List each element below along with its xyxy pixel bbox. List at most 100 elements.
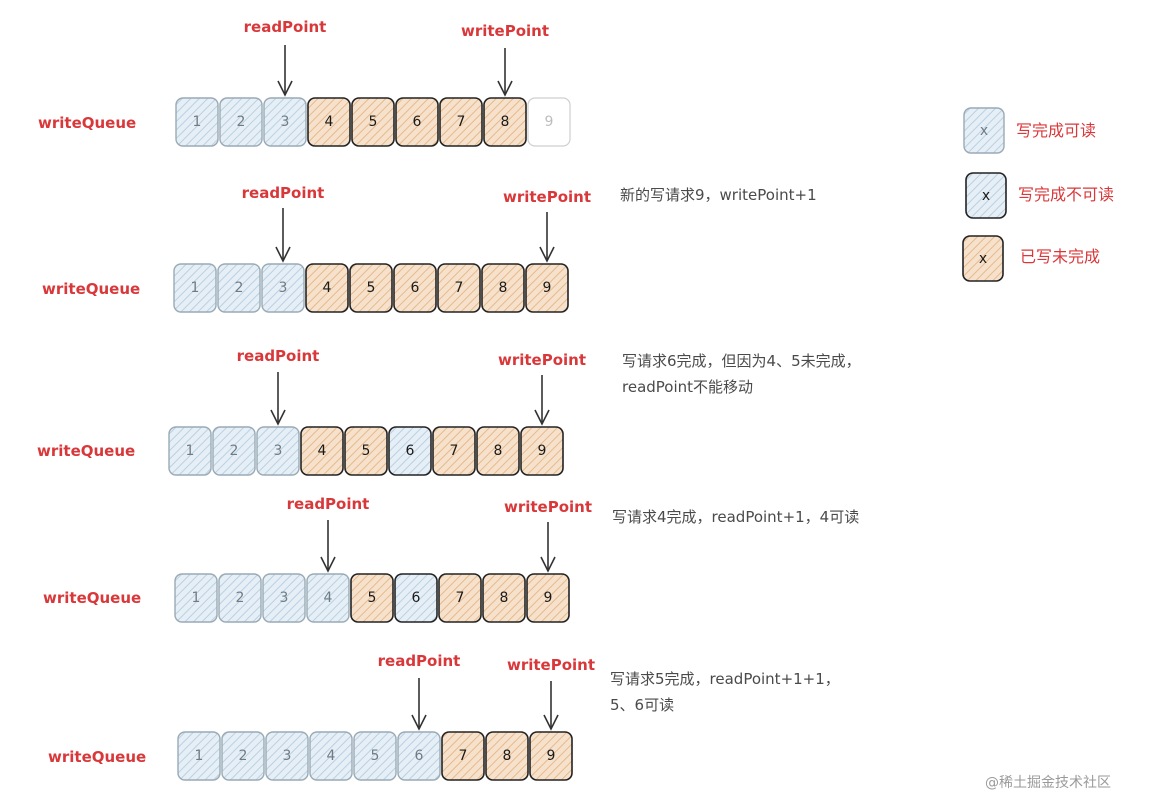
queue-cell: 1 bbox=[177, 731, 221, 781]
cell-box bbox=[175, 97, 219, 147]
queue-cell: 8 bbox=[485, 731, 529, 781]
cell-number: 8 bbox=[494, 443, 503, 459]
cell-box bbox=[529, 731, 573, 781]
queue-cell: 9 bbox=[527, 97, 571, 147]
cell-box bbox=[168, 426, 212, 476]
cell-number: 4 bbox=[318, 443, 327, 459]
queue-cell: 2 bbox=[219, 97, 263, 147]
cell-number: 1 bbox=[186, 443, 195, 459]
cell-number: 9 bbox=[543, 280, 552, 296]
cell-number: 4 bbox=[325, 114, 334, 130]
cell-number: 1 bbox=[193, 114, 202, 130]
legend-swatch-symbol: x bbox=[979, 251, 987, 267]
cell-number: 4 bbox=[323, 280, 332, 296]
queue-cell: 5 bbox=[350, 573, 394, 623]
queue-label: writeQueue bbox=[37, 442, 135, 460]
queue-label: writeQueue bbox=[48, 748, 146, 766]
cell-number: 1 bbox=[191, 280, 200, 296]
cell-box bbox=[212, 426, 256, 476]
cell-number: 2 bbox=[235, 280, 244, 296]
pointer-arrow-head bbox=[543, 714, 559, 731]
cell-number: 4 bbox=[324, 590, 333, 606]
cell-box bbox=[481, 263, 525, 313]
legend-text: 写完成不可读 bbox=[1018, 185, 1114, 204]
queue-cell: 9 bbox=[529, 731, 573, 781]
write-pointer-label: writePoint bbox=[504, 498, 592, 516]
legend-item: x 已写未完成 bbox=[962, 235, 1100, 282]
queue-cell: 1 bbox=[175, 97, 219, 147]
pointer-arrow-head bbox=[497, 80, 513, 97]
cell-number: 6 bbox=[411, 280, 420, 296]
cell-number: 5 bbox=[367, 280, 376, 296]
queue-cell: 2 bbox=[221, 731, 265, 781]
queue-cell: 5 bbox=[353, 731, 397, 781]
watermark: @稀土掘金技术社区 bbox=[985, 775, 1111, 791]
queue-cell: 4 bbox=[300, 426, 344, 476]
queue-cell: 4 bbox=[309, 731, 353, 781]
write-pointer: writePoint bbox=[498, 351, 586, 426]
cell-number: 6 bbox=[412, 590, 421, 606]
cell-box bbox=[527, 97, 571, 147]
cell-number: 8 bbox=[503, 748, 512, 764]
write-pointer-label: writePoint bbox=[498, 351, 586, 369]
queue-cell: 8 bbox=[481, 263, 525, 313]
queue-cell: 8 bbox=[476, 426, 520, 476]
cell-number: 7 bbox=[457, 114, 466, 130]
cell-number: 4 bbox=[327, 748, 336, 764]
queue-cell: 3 bbox=[265, 731, 309, 781]
cell-number: 2 bbox=[239, 748, 248, 764]
cell-number: 6 bbox=[415, 748, 424, 764]
step-note: readPoint不能移动 bbox=[622, 378, 753, 396]
cell-box bbox=[476, 426, 520, 476]
cell-number: 1 bbox=[192, 590, 201, 606]
write-pointer: writePoint bbox=[507, 656, 595, 731]
cell-box bbox=[483, 97, 527, 147]
queue-cell: 3 bbox=[263, 97, 307, 147]
cell-box bbox=[306, 573, 350, 623]
pointer-arrow-head bbox=[275, 246, 291, 263]
write-pointer-label: writePoint bbox=[503, 188, 591, 206]
queue-cell: 3 bbox=[262, 573, 306, 623]
cell-number: 7 bbox=[459, 748, 468, 764]
cell-box bbox=[221, 731, 265, 781]
step-note: 写请求6完成，但因为4、5未完成， bbox=[622, 352, 861, 370]
legend-swatch-symbol: x bbox=[982, 188, 990, 204]
cell-box bbox=[353, 731, 397, 781]
queue-cell: 6 bbox=[395, 97, 439, 147]
queue-cell: 9 bbox=[520, 426, 564, 476]
queue-cell: 6 bbox=[394, 573, 438, 623]
queue-cell: 7 bbox=[437, 263, 481, 313]
cell-box bbox=[218, 573, 262, 623]
cell-box bbox=[265, 731, 309, 781]
legend-text: 已写未完成 bbox=[1020, 247, 1100, 266]
cell-box bbox=[177, 731, 221, 781]
cell-number: 7 bbox=[455, 280, 464, 296]
cell-number: 3 bbox=[283, 748, 292, 764]
cell-box bbox=[300, 426, 344, 476]
legend-item: x 写完成不可读 bbox=[965, 172, 1114, 219]
read-pointer: readPoint bbox=[287, 495, 369, 573]
cell-box bbox=[309, 731, 353, 781]
read-pointer-label: readPoint bbox=[244, 18, 327, 36]
cell-box bbox=[441, 731, 485, 781]
queue-cell: 7 bbox=[438, 573, 482, 623]
cell-number: 5 bbox=[371, 748, 380, 764]
step-note: 新的写请求9，writePoint+1 bbox=[620, 186, 817, 204]
cell-box bbox=[217, 263, 261, 313]
cell-box bbox=[174, 573, 218, 623]
step-note: 写请求5完成，readPoint+1+1， bbox=[610, 670, 840, 688]
write-pointer-label: writePoint bbox=[461, 22, 549, 40]
pointer-arrow-head bbox=[270, 409, 286, 426]
cell-number: 1 bbox=[195, 748, 204, 764]
cell-number: 8 bbox=[500, 590, 509, 606]
cell-box bbox=[432, 426, 476, 476]
queue-cell: 5 bbox=[349, 263, 393, 313]
cell-box bbox=[393, 263, 437, 313]
write-pointer: writePoint bbox=[503, 188, 591, 263]
cell-number: 9 bbox=[545, 114, 554, 130]
